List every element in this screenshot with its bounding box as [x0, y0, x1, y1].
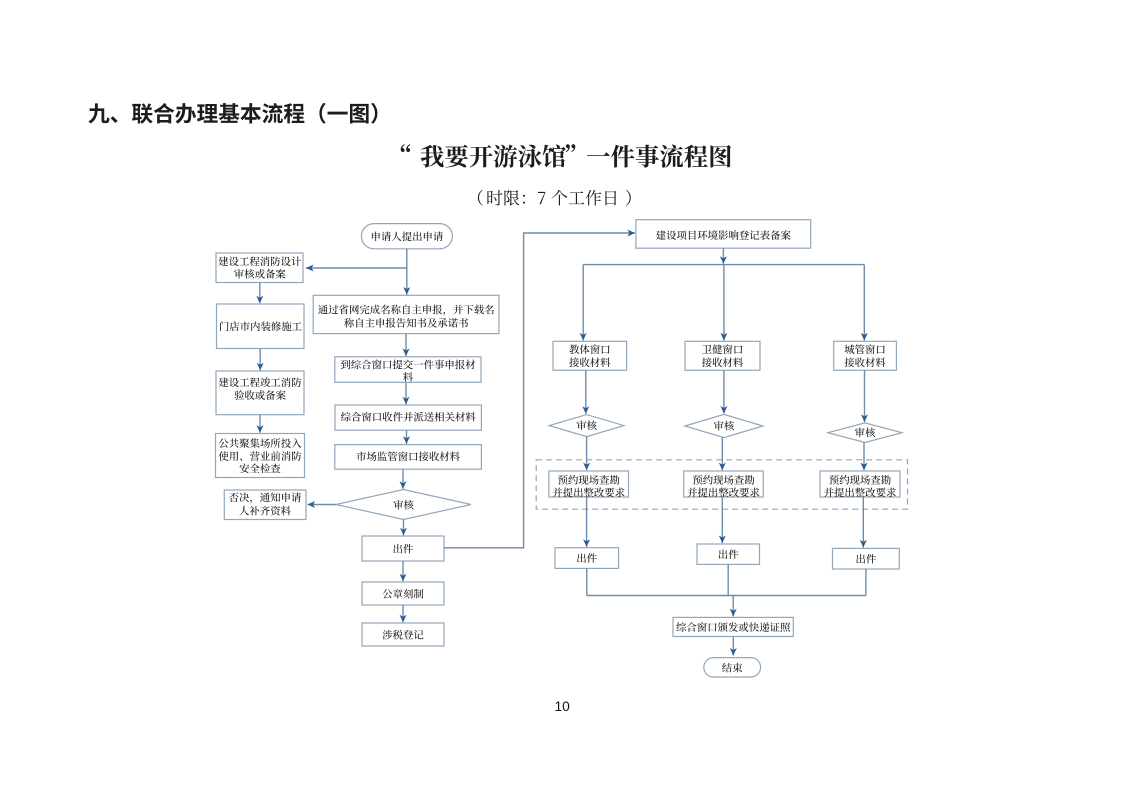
- svg-text:10: 10: [555, 699, 571, 714]
